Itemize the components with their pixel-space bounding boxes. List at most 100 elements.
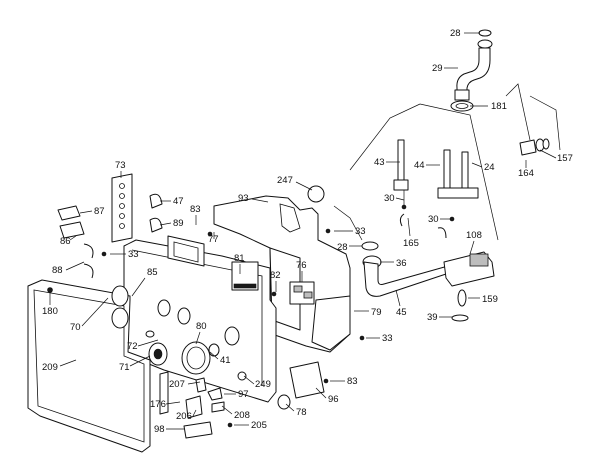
callout-label-c81: 81 <box>234 253 245 264</box>
knobs <box>111 285 220 375</box>
screw-33c <box>359 335 365 341</box>
bracket-86 <box>59 221 85 239</box>
rod-176 <box>159 371 169 415</box>
cable-165 <box>437 227 447 239</box>
assembly-guide-lines <box>333 83 561 241</box>
callout-leader-c45 <box>395 289 401 307</box>
callout-label-c70: 70 <box>70 322 81 333</box>
callout-label-c80: 80 <box>196 321 207 332</box>
callout-label-c164: 164 <box>518 168 534 179</box>
callout-label-c85: 85 <box>147 267 158 278</box>
hinge-98 <box>183 421 213 439</box>
callout-label-c72: 72 <box>127 341 138 352</box>
callout-leader-c165 <box>407 217 411 237</box>
cam-206 <box>185 395 203 419</box>
siphon-nut <box>454 89 470 101</box>
callout-leader-c72 <box>137 339 159 347</box>
callout-label-c33c: 33 <box>382 333 393 344</box>
callout-leader-c41 <box>209 351 219 360</box>
knob-70a <box>111 285 129 307</box>
callout-label-c88: 88 <box>52 265 63 276</box>
seal-28b <box>361 241 379 251</box>
screw-82 <box>271 291 277 297</box>
callout-label-c108: 108 <box>466 230 482 241</box>
callout-leader-c209 <box>59 359 77 367</box>
callout-label-c209: 209 <box>42 362 58 373</box>
siphon-assembly <box>450 29 493 112</box>
lamp-249 <box>237 371 247 381</box>
callout-leader-c24 <box>471 162 483 168</box>
callout-label-c36: 36 <box>396 258 407 269</box>
callout-leader-c88 <box>65 261 85 271</box>
callout-label-c39: 39 <box>427 312 438 323</box>
callout-leader-c89 <box>159 222 172 226</box>
callout-label-c98: 98 <box>154 424 165 435</box>
callout-leader-c157 <box>539 149 557 159</box>
callout-label-c97: 97 <box>238 389 249 400</box>
screw-205 <box>227 422 233 428</box>
clip-88a <box>83 243 94 259</box>
callout-label-c87: 87 <box>94 206 105 217</box>
knob-70b <box>111 307 129 329</box>
callout-leader-c30a <box>395 197 405 201</box>
callout-label-c206: 206 <box>176 411 192 422</box>
terminal-block-79 <box>311 295 351 351</box>
fitting-164 <box>519 139 537 156</box>
screw-83a <box>207 231 213 237</box>
flue-tube-assembly <box>361 241 495 322</box>
bolt-207 <box>195 377 207 393</box>
callout-label-c181: 181 <box>491 101 507 112</box>
callout-leader-c87 <box>79 210 93 214</box>
washer-39 <box>451 314 469 322</box>
module-96 <box>289 361 325 399</box>
relay-bay <box>269 247 301 331</box>
callout-label-c89: 89 <box>173 218 184 229</box>
screw-33b <box>101 251 107 257</box>
callout-label-c205: 205 <box>251 420 267 431</box>
callout-leader-c86 <box>69 235 77 241</box>
callout-label-c165: 165 <box>403 238 419 249</box>
callout-leader-c207 <box>187 381 201 385</box>
callout-leader-c208 <box>221 405 233 415</box>
spring-97 <box>207 387 223 401</box>
callout-label-c30a: 30 <box>384 193 395 204</box>
callout-leader-c96 <box>315 387 327 399</box>
grommet-78 <box>277 394 291 410</box>
callout-label-c30b: 30 <box>428 214 439 225</box>
callout-label-c44: 44 <box>414 160 425 171</box>
callout-label-c180: 180 <box>42 306 58 317</box>
callout-label-c159: 159 <box>482 294 498 305</box>
callout-label-c45: 45 <box>396 307 407 318</box>
callout-label-c249: 249 <box>255 379 271 390</box>
callout-label-c208: 208 <box>234 410 250 421</box>
bottom-parts <box>159 361 329 439</box>
cable-clip <box>399 213 405 227</box>
callout-label-c96: 96 <box>328 394 339 405</box>
callout-leader-c108 <box>469 240 475 255</box>
callout-label-c86: 86 <box>60 236 71 247</box>
callout-label-c41: 41 <box>220 355 231 366</box>
screw-83b <box>323 378 329 384</box>
callout-label-c82: 82 <box>270 270 281 281</box>
screw-33a <box>325 228 331 234</box>
siphon-tube-29 <box>456 47 491 97</box>
callout-label-c24: 24 <box>484 162 495 173</box>
bracket-87 <box>57 205 81 221</box>
callout-label-c28a: 28 <box>450 28 461 39</box>
callout-leader-c71 <box>129 355 151 367</box>
clamp-47 <box>149 193 163 209</box>
seal-ring-28 <box>478 29 492 37</box>
pin-208 <box>211 401 225 413</box>
ignition-electrodes <box>393 139 479 239</box>
screw-180 <box>47 287 53 293</box>
callout-leader-c70 <box>81 297 109 327</box>
callout-label-c247: 247 <box>277 175 293 186</box>
callout-label-c28b: 28 <box>337 242 348 253</box>
callout-label-c78: 78 <box>296 407 307 418</box>
callout-leader-c247 <box>295 181 313 191</box>
callout-label-c83b: 83 <box>347 376 358 387</box>
knob-247 <box>307 185 325 203</box>
